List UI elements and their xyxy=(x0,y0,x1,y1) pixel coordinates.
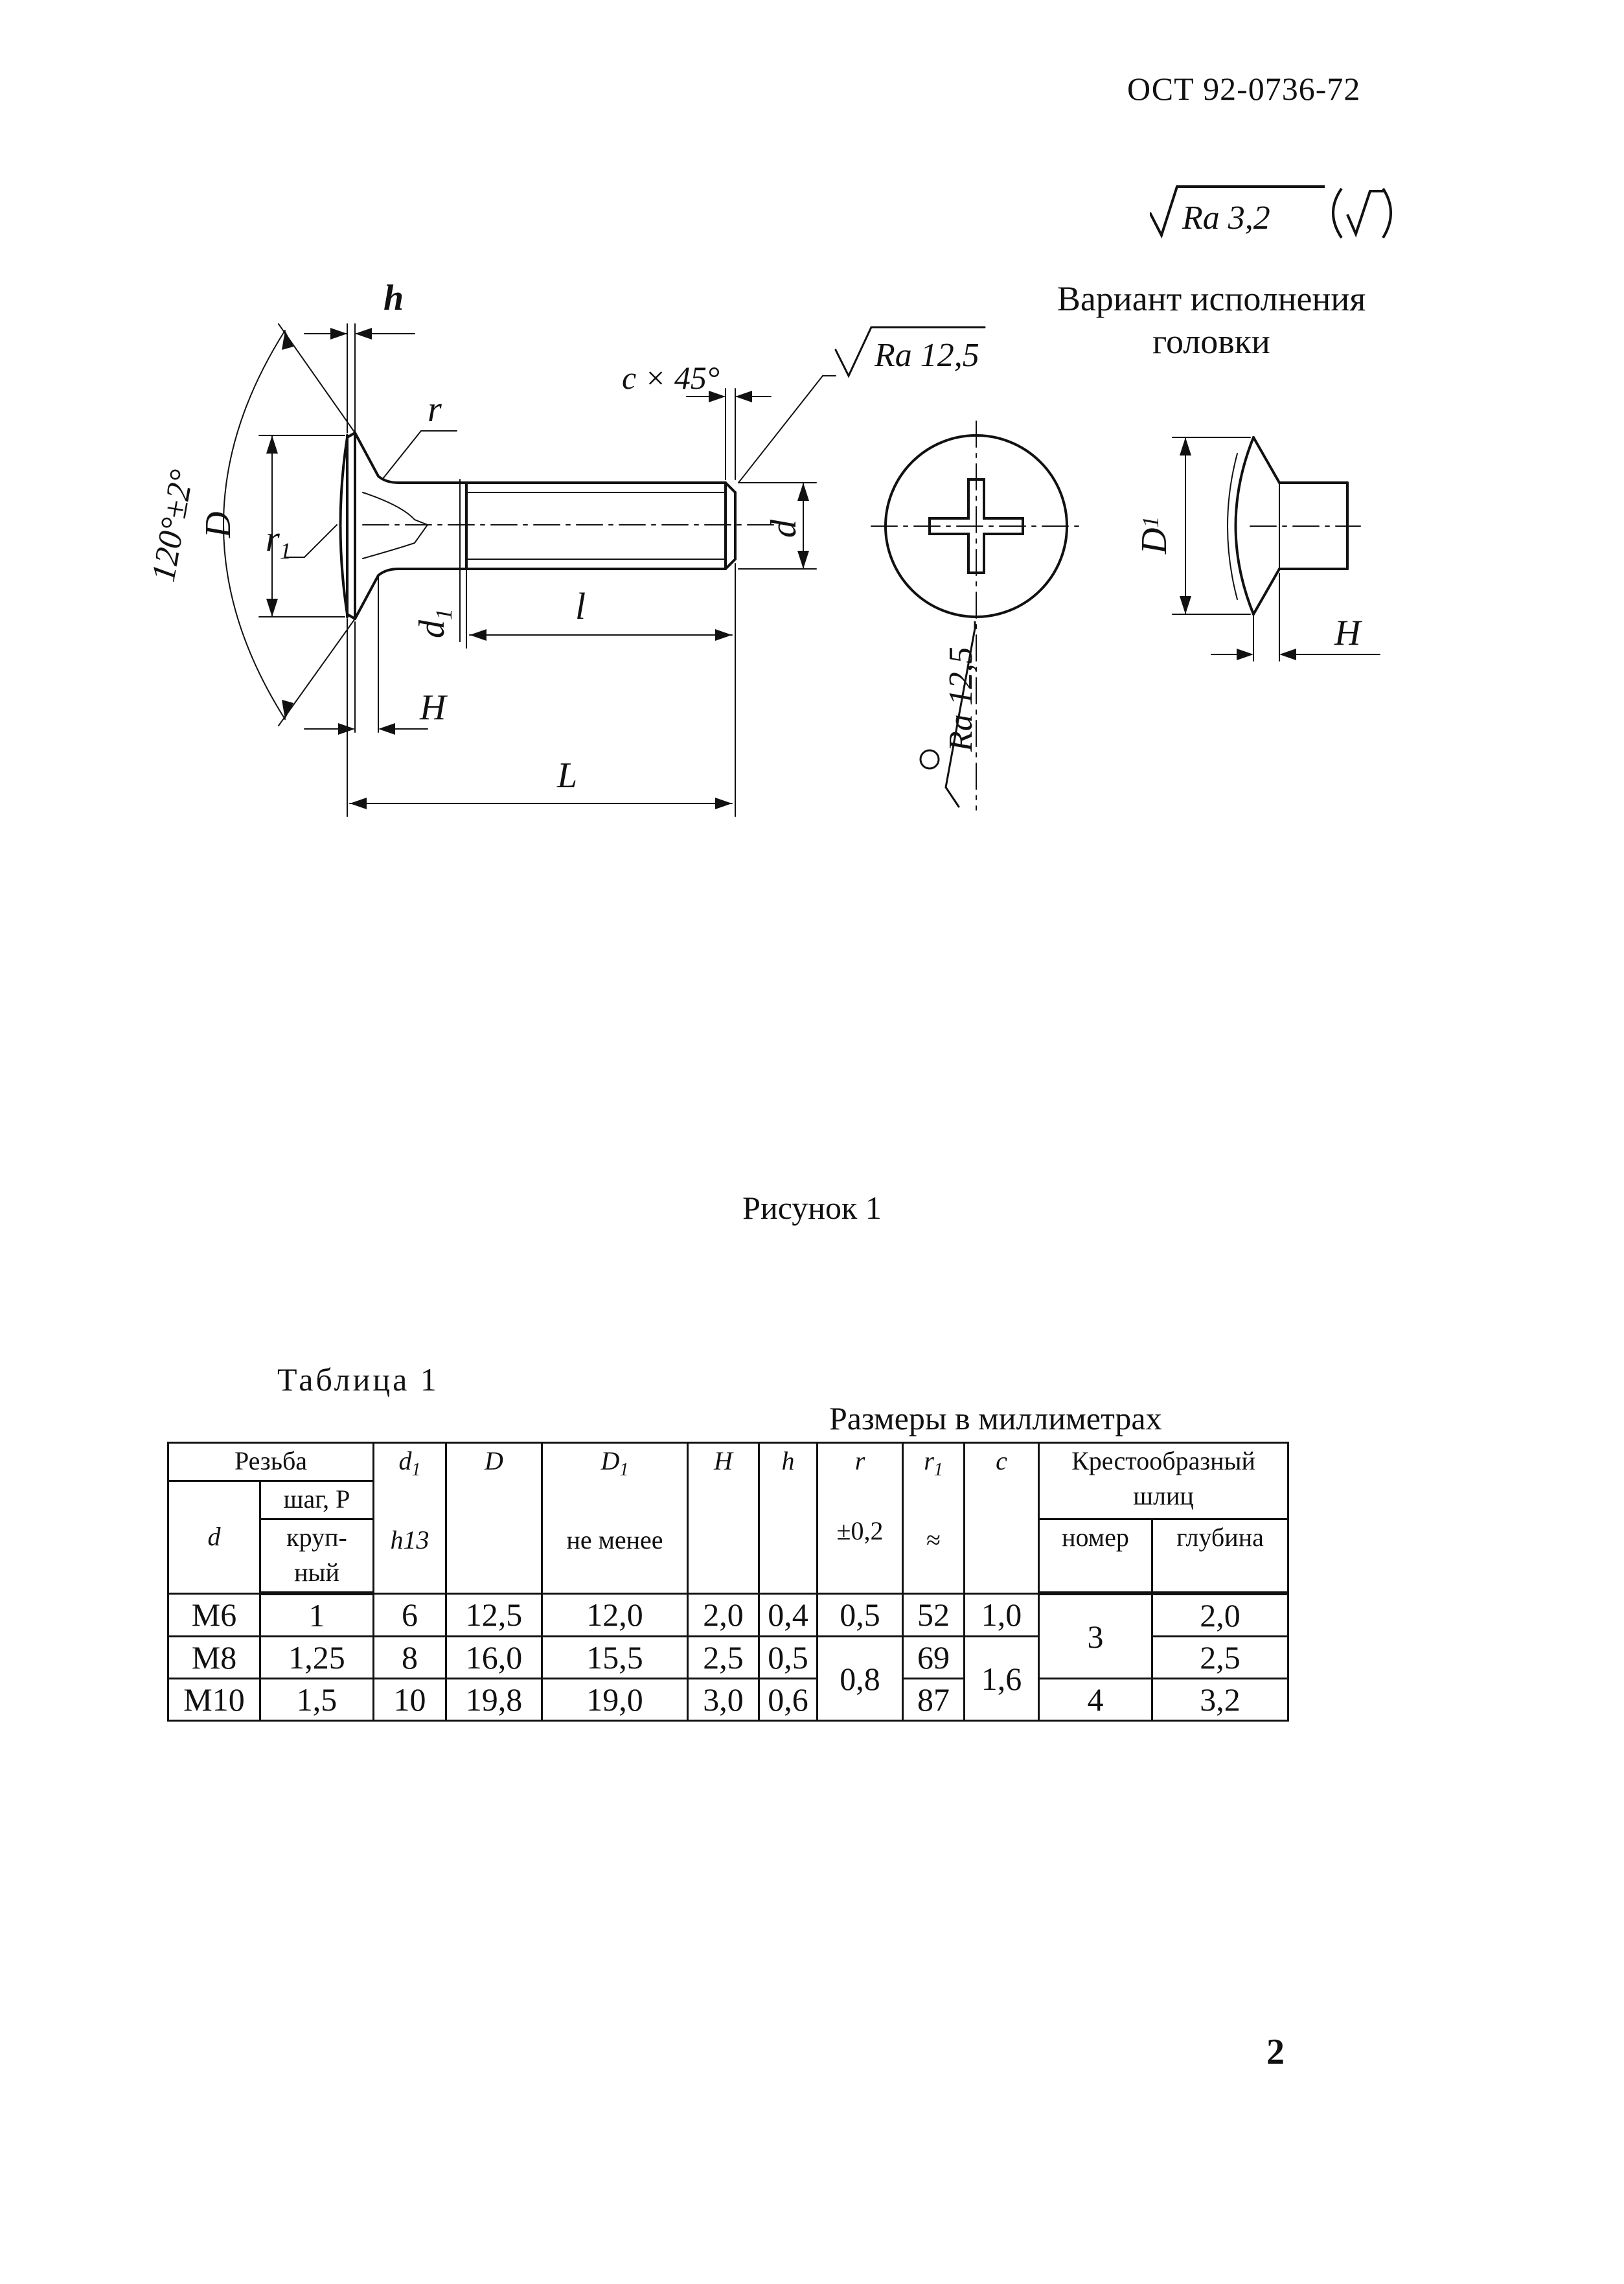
cell-D: 19,8 xyxy=(445,1678,543,1722)
cell-slot-depth: 2,5 xyxy=(1151,1635,1289,1679)
cell-D1: 12,0 xyxy=(541,1592,689,1637)
cell-r1: 52 xyxy=(902,1592,965,1637)
cell-d: M8 xyxy=(167,1635,261,1679)
cross-slot-icon xyxy=(928,478,1024,574)
table-row: M8 1,25 8 16,0 15,5 2,5 0,5 0,8 69 1,6 2… xyxy=(167,1635,1289,1722)
roughness-circle-icon xyxy=(919,749,940,770)
header-r1-note: ≈ xyxy=(926,1525,941,1554)
label-head-roughness: Ra 12,5 xyxy=(943,647,979,752)
label-r1: r1 xyxy=(266,519,292,564)
cell-D: 16,0 xyxy=(445,1635,543,1679)
label-l: l xyxy=(575,585,586,627)
head-variant-caption: Вариант исполнения головки xyxy=(1030,277,1393,363)
cell-h: 0,5 xyxy=(758,1635,818,1679)
cell-D1: 15,5 xyxy=(541,1635,689,1679)
header-thread: Резьба xyxy=(167,1442,374,1482)
label-angle: 120°±2° xyxy=(145,467,201,584)
cell-d1: 10 xyxy=(372,1678,447,1722)
cell-D1: 19,0 xyxy=(541,1678,689,1722)
header-pitch: шаг, P xyxy=(259,1480,374,1520)
screw-top-view xyxy=(871,421,1082,811)
cell-r1: 87 xyxy=(902,1678,965,1722)
general-roughness-value: Ra 3,2 xyxy=(1182,200,1270,236)
units-note: Размеры в миллиметрах xyxy=(829,1400,1162,1436)
cell-slot-number: 4 xyxy=(1038,1678,1153,1722)
table-row: M10 1,5 10 19,8 19,0 3,0 0,6 87 4 3,2 xyxy=(167,1678,1289,1722)
cell-H: 3,0 xyxy=(687,1678,760,1722)
cell-slot-depth: 3,2 xyxy=(1151,1678,1289,1722)
cell-h: 0,6 xyxy=(758,1678,818,1722)
table-row: M6 1 6 12,5 12,0 2,0 0,4 0,5 52 1,0 3 2,… xyxy=(167,1592,1289,1679)
screw-head-outline xyxy=(339,436,349,616)
roughness-check-parenthesized-icon xyxy=(1332,187,1392,239)
header-D1: D1 не менее xyxy=(541,1442,689,1595)
label-h: h xyxy=(383,278,404,318)
cell-d1: 6 xyxy=(372,1592,447,1637)
label-D: D xyxy=(198,512,238,538)
general-roughness-symbol: Ra 3,2 xyxy=(1150,185,1392,239)
cell-h: 0,4 xyxy=(758,1592,818,1637)
cell-c: 1,0 xyxy=(963,1592,1040,1637)
header-D: D xyxy=(445,1442,543,1595)
header-D1-note: не менее xyxy=(566,1525,663,1554)
cell-c: 1,6 xyxy=(963,1635,1040,1722)
page-number: 2 xyxy=(1266,2032,1285,2072)
header-H: H xyxy=(687,1442,760,1595)
label-thread-roughness: Ra 12,5 xyxy=(874,337,979,374)
cell-pitch: 1,25 xyxy=(259,1635,374,1679)
dimensions-table: Резьба d1 h13 D D1 не менее H h r ±0,2 r… xyxy=(167,1442,1289,1722)
label-H-variant: H xyxy=(1334,613,1362,653)
header-coarse: круп-ный xyxy=(259,1518,374,1595)
cell-d: M6 xyxy=(167,1592,261,1637)
roughness-check-icon xyxy=(1150,185,1325,239)
cell-D: 12,5 xyxy=(445,1592,543,1637)
label-d: d xyxy=(764,519,804,538)
head-variant-caption-line2: головки xyxy=(1152,322,1270,361)
head-variant-caption-line1: Вариант исполнения xyxy=(1057,279,1366,318)
header-slot-depth: глубина xyxy=(1151,1518,1289,1595)
head-variant-view xyxy=(1172,436,1380,662)
header-r1: r1 ≈ xyxy=(902,1442,965,1595)
cell-d1: 8 xyxy=(372,1635,447,1679)
header-d1: d1 h13 xyxy=(372,1442,447,1595)
header-r: r ±0,2 xyxy=(816,1442,904,1595)
cell-r: 0,8 xyxy=(816,1635,904,1722)
label-H: H xyxy=(419,687,448,728)
table-caption: Таблица 1 xyxy=(277,1361,439,1398)
cell-H: 2,5 xyxy=(687,1635,760,1679)
cell-pitch: 1,5 xyxy=(259,1678,374,1722)
cell-slot-number: 3 xyxy=(1038,1592,1153,1679)
header-h: h xyxy=(758,1442,818,1595)
figure-caption: Рисунок 1 xyxy=(742,1190,882,1226)
header-r-tolerance: ±0,2 xyxy=(836,1516,884,1545)
label-D1: D1 xyxy=(1134,516,1174,555)
header-d: d xyxy=(167,1480,261,1595)
cell-pitch: 1 xyxy=(259,1592,374,1637)
label-r: r xyxy=(428,389,442,430)
header-d1-tolerance: h13 xyxy=(390,1525,429,1554)
cell-slot-depth: 2,0 xyxy=(1151,1592,1289,1637)
label-L: L xyxy=(556,756,577,796)
header-c: c xyxy=(963,1442,1040,1595)
cell-r: 0,5 xyxy=(816,1592,904,1637)
screw-side-view xyxy=(223,323,986,817)
cell-r1: 69 xyxy=(902,1635,965,1679)
cell-d: M10 xyxy=(167,1678,261,1722)
label-chamfer: c × 45° xyxy=(622,360,720,396)
header-slot-number: номер xyxy=(1038,1518,1153,1595)
header-slot: Крестообразный шлиц xyxy=(1038,1442,1289,1520)
label-d1: d1 xyxy=(412,608,457,638)
document-code: ОСТ 92-0736-72 xyxy=(1127,71,1361,107)
screw-drawing: h c × 45° r 120°±2° D r1 d1 l d H L Ra 1… xyxy=(145,278,1380,817)
cell-H: 2,0 xyxy=(687,1592,760,1637)
